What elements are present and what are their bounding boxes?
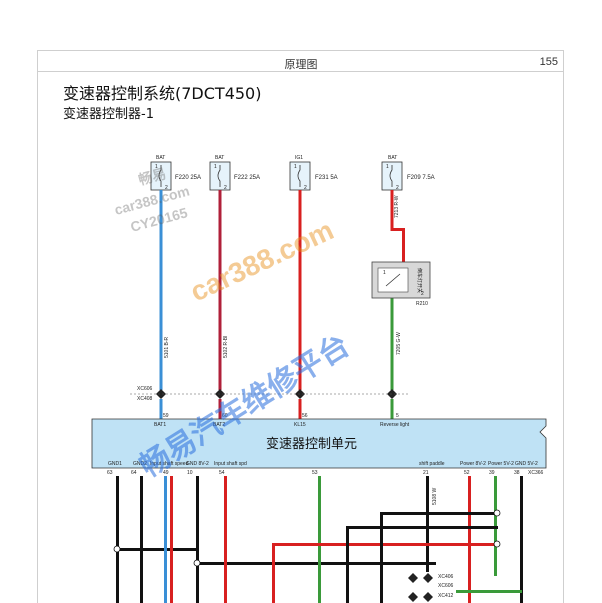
svg-text:21: 21 bbox=[423, 470, 429, 476]
svg-text:52: 52 bbox=[464, 470, 470, 476]
svg-text:GND2: GND2 bbox=[133, 461, 147, 467]
fuse-source: BAT bbox=[156, 155, 165, 161]
svg-text:KL15: KL15 bbox=[294, 422, 306, 428]
svg-text:5: 5 bbox=[396, 413, 399, 419]
svg-text:63: 63 bbox=[107, 470, 113, 476]
svg-text:64: 64 bbox=[131, 470, 137, 476]
svg-text:BAT1: BAT1 bbox=[154, 422, 166, 428]
svg-text:1: 1 bbox=[386, 164, 389, 170]
svg-text:10: 10 bbox=[187, 470, 193, 476]
fuse-source: IG1 bbox=[295, 155, 303, 161]
fuse-f209: BAT 1 2 F209 7.5A bbox=[381, 155, 435, 191]
content-frame bbox=[37, 50, 564, 603]
fuse-source: BAT bbox=[215, 155, 224, 161]
bottom-wires bbox=[113, 476, 523, 603]
svg-text:1: 1 bbox=[155, 164, 158, 170]
connector-label: XC406 bbox=[438, 574, 454, 580]
header-divider bbox=[37, 71, 564, 72]
svg-text:2: 2 bbox=[421, 291, 424, 297]
svg-text:60: 60 bbox=[222, 413, 228, 419]
svg-text:R210: R210 bbox=[416, 301, 428, 307]
svg-text:39: 39 bbox=[489, 470, 495, 476]
svg-text:BAT2: BAT2 bbox=[213, 422, 225, 428]
wire-label: 5108 W bbox=[432, 487, 438, 505]
svg-text:56: 56 bbox=[302, 413, 308, 419]
svg-text:2: 2 bbox=[304, 185, 307, 191]
connector-label: XC366 bbox=[528, 470, 544, 476]
wire-5102 bbox=[218, 190, 222, 390]
svg-text:GND 5V-2: GND 5V-2 bbox=[515, 461, 538, 467]
connector-label: XC606 bbox=[438, 583, 454, 589]
connector-label: XC412 bbox=[438, 593, 454, 599]
fuse-label: F222 25A bbox=[234, 175, 260, 181]
page-number: 155 bbox=[539, 56, 558, 68]
svg-text:Input shaft speed: Input shaft speed bbox=[150, 461, 189, 467]
svg-text:2: 2 bbox=[396, 185, 399, 191]
fuse-label: F231 5A bbox=[315, 175, 338, 181]
wire-7205 bbox=[390, 296, 394, 390]
svg-text:shift paddle: shift paddle bbox=[419, 461, 445, 467]
svg-text:car388.com: car388.com bbox=[185, 214, 338, 307]
svg-text:49: 49 bbox=[163, 470, 169, 476]
svg-text:畅易: 畅易 bbox=[137, 165, 168, 188]
fuse-f222: BAT 1 2 F222 25A bbox=[209, 155, 260, 191]
connector-diamonds bbox=[130, 389, 410, 399]
connector-label: XC606 bbox=[137, 386, 153, 392]
svg-text:GND 8V-2: GND 8V-2 bbox=[186, 461, 209, 467]
document-title: 变速器控制系统(7DCT450) bbox=[63, 84, 262, 103]
svg-text:38: 38 bbox=[514, 470, 520, 476]
fuse-source: BAT bbox=[388, 155, 397, 161]
wire-label: 7205 G-W bbox=[396, 332, 402, 355]
svg-text:GND1: GND1 bbox=[108, 461, 122, 467]
fuse-label: F209 7.5A bbox=[407, 175, 435, 181]
bottom-connectors bbox=[408, 573, 433, 602]
wire-5101 bbox=[159, 190, 163, 390]
wire-label: 7213 R-W bbox=[394, 195, 400, 218]
fuse-f231: IG1 1 2 F231 5A bbox=[289, 155, 338, 191]
control-unit: 变速器控制单元 59 BAT1 60 BAT2 56 KL15 5 Revers… bbox=[91, 413, 547, 469]
svg-text:1: 1 bbox=[214, 164, 217, 170]
header-title: 原理图 bbox=[284, 59, 318, 71]
svg-text:1: 1 bbox=[383, 270, 386, 276]
svg-text:1: 1 bbox=[294, 164, 297, 170]
svg-text:Reverse light: Reverse light bbox=[380, 422, 410, 428]
connector-label: XC408 bbox=[137, 396, 153, 402]
control-unit-title: 变速器控制单元 bbox=[266, 436, 357, 452]
svg-text:2: 2 bbox=[224, 185, 227, 191]
wire-7213 bbox=[390, 190, 405, 264]
svg-text:Power 8V-2: Power 8V-2 bbox=[460, 461, 486, 467]
fuse-label: F220 25A bbox=[175, 175, 201, 181]
wire-label: 5101 B-R bbox=[164, 336, 170, 358]
document-subtitle: 变速器控制器-1 bbox=[63, 107, 154, 122]
svg-text:53: 53 bbox=[312, 470, 318, 476]
svg-text:倒车灯开关: 倒车灯开关 bbox=[416, 268, 423, 293]
svg-text:Power 5V-2: Power 5V-2 bbox=[488, 461, 514, 467]
wire-ig1 bbox=[298, 190, 302, 390]
wire-label: 5102 R-Bl bbox=[223, 336, 229, 358]
svg-text:54: 54 bbox=[219, 470, 225, 476]
svg-text:59: 59 bbox=[163, 413, 169, 419]
svg-text:Input shaft spd: Input shaft spd bbox=[214, 461, 247, 467]
svg-text:2: 2 bbox=[165, 185, 168, 191]
reverse-light-switch: 1 2 倒车灯开关 R210 bbox=[371, 261, 431, 307]
